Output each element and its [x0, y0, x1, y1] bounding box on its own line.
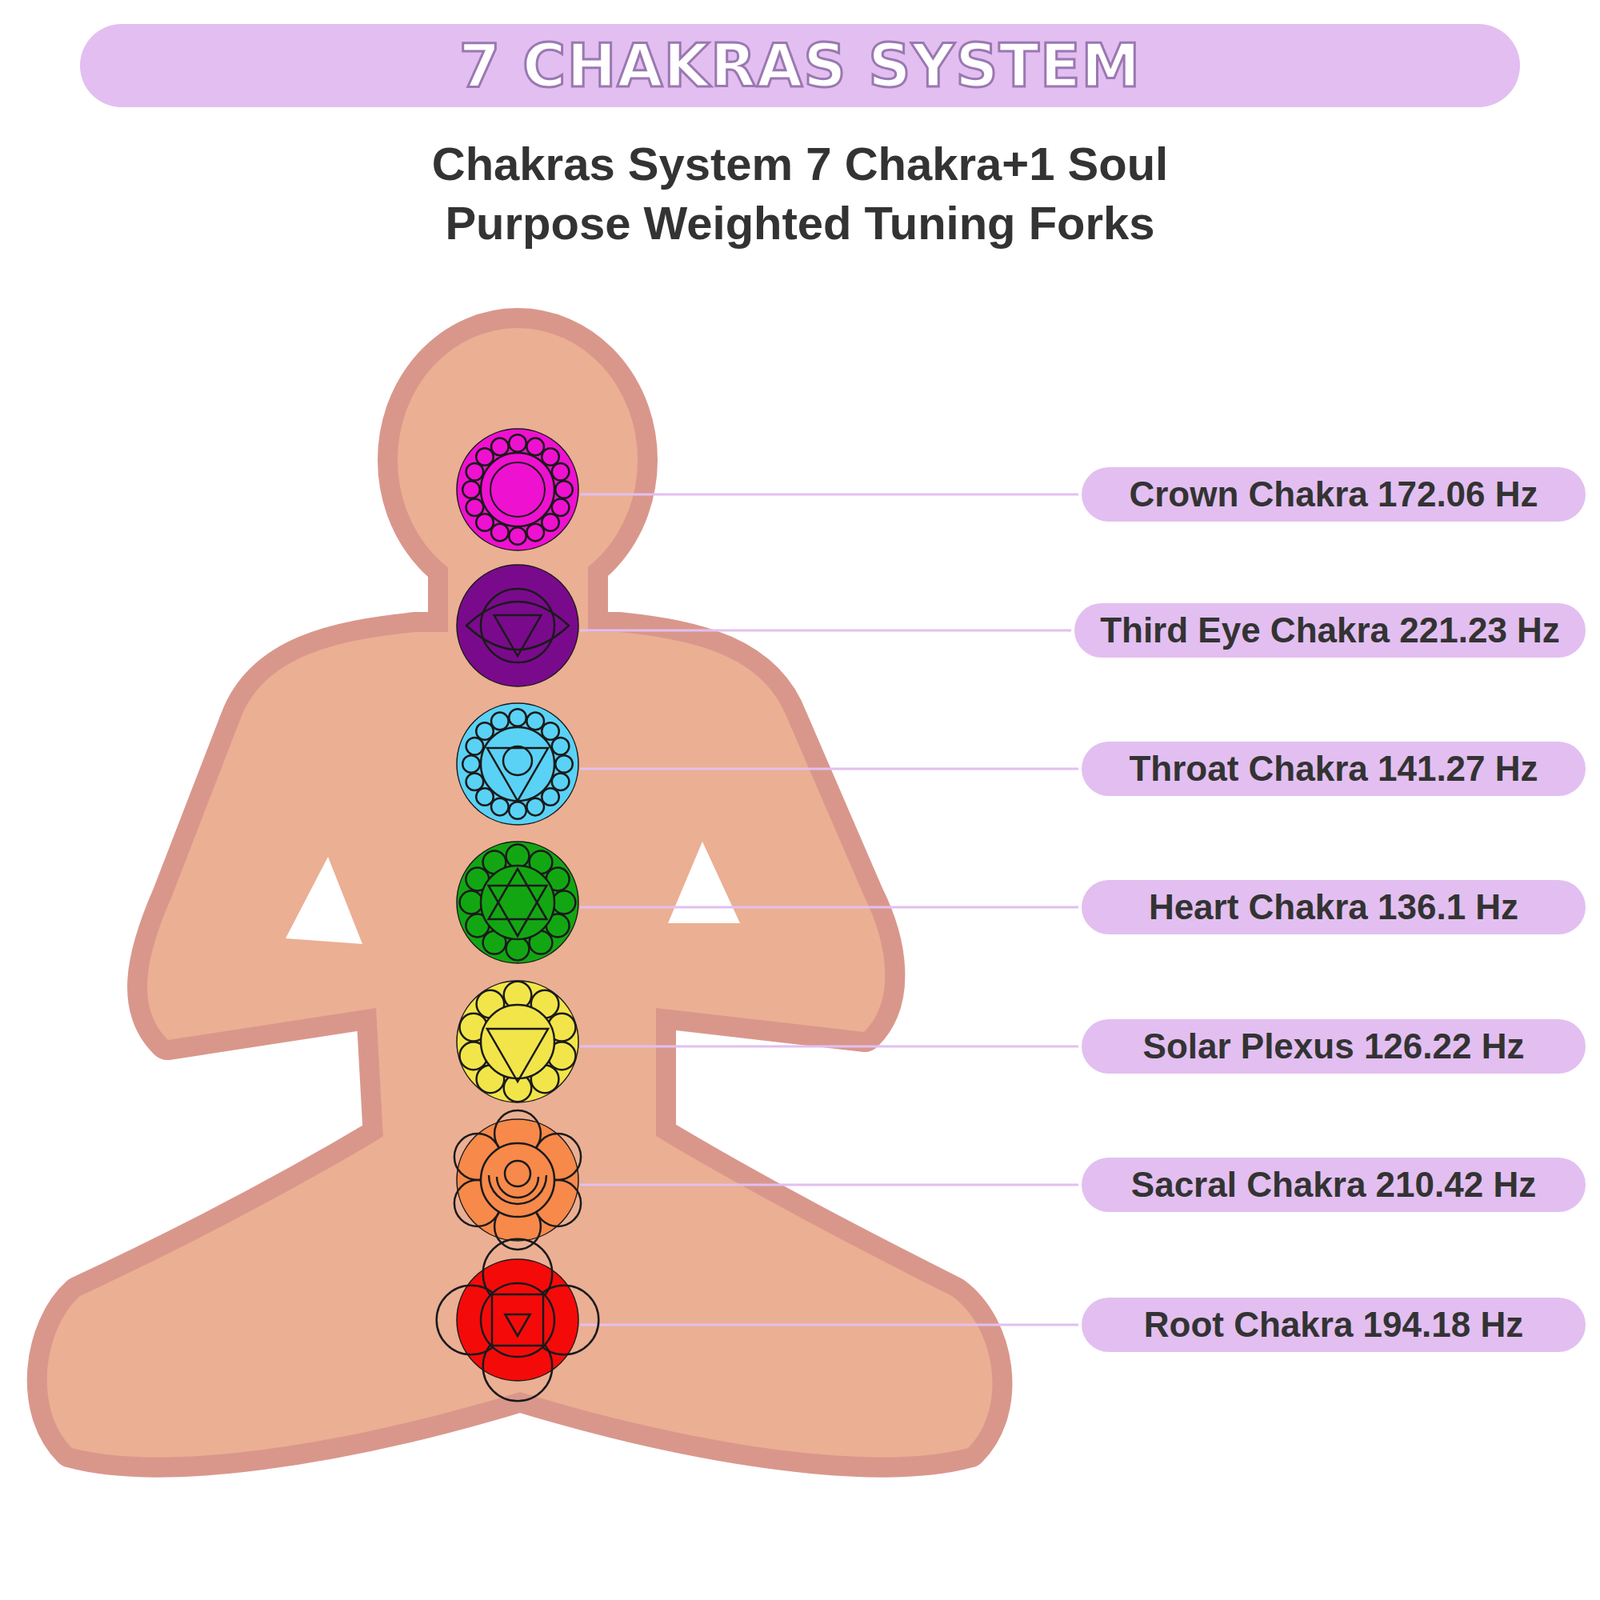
chakra-disc	[456, 428, 579, 551]
chakra-stroke	[491, 438, 509, 456]
chakra-stroke	[466, 601, 569, 650]
chakra-disc	[456, 703, 579, 825]
chakra-stroke	[466, 737, 484, 756]
chakra-stroke	[480, 588, 555, 663]
leader-line	[580, 629, 1072, 632]
chakra-symbols	[436, 428, 600, 1401]
title: 7 CHAKRAS SYSTEM	[459, 31, 1141, 100]
chakra-stroke	[480, 1283, 555, 1357]
chakra-stroke	[526, 798, 544, 816]
frequency-label: Solar Plexus 126.22 Hz	[1143, 1026, 1525, 1067]
chakra-stroke	[508, 708, 527, 727]
figure-body	[47, 328, 993, 1458]
frequency-label: Crown Chakra 172.06 Hz	[1128, 474, 1538, 515]
chakra-symbol	[456, 980, 579, 1103]
chakra-stroke	[496, 1176, 539, 1198]
chakra-stroke	[508, 527, 527, 545]
chakra-stroke	[480, 1004, 555, 1079]
chakra-symbol	[456, 841, 579, 964]
chakra-stroke	[541, 722, 560, 740]
leader-line	[580, 1045, 1079, 1048]
chakra-stroke	[466, 463, 484, 481]
frequency-label-pill: Solar Plexus 126.22 Hz	[1081, 1019, 1586, 1074]
chakra-stroke	[552, 498, 570, 516]
chakra-stroke	[541, 788, 560, 806]
chakra-stroke	[508, 434, 527, 452]
chakra-stroke	[526, 524, 544, 542]
chakra-stroke	[490, 462, 545, 517]
chakra-stroke	[541, 513, 560, 532]
title-band: 7 CHAKRAS SYSTEM	[80, 24, 1520, 108]
chakra-stroke	[541, 448, 560, 466]
chakra-symbol	[456, 428, 579, 551]
leader-line	[580, 493, 1079, 496]
leader-lines	[580, 494, 1079, 1325]
chakra-stroke	[476, 448, 494, 466]
chakra-stroke	[552, 772, 570, 791]
chakra-stroke	[480, 1143, 555, 1217]
chakra-stroke	[508, 801, 527, 820]
chakra-stroke	[476, 722, 494, 740]
chakra-stroke	[552, 737, 570, 756]
leader-line	[580, 768, 1079, 771]
chakra-stroke	[492, 1294, 544, 1346]
leader-line	[580, 1324, 1079, 1327]
frequency-label: Root Chakra 194.18 Hz	[1144, 1304, 1524, 1345]
chakra-stroke	[476, 788, 494, 806]
chakra-stroke	[466, 772, 484, 791]
frequency-label-pill: Root Chakra 194.18 Hz	[1081, 1297, 1586, 1352]
frequency-label-pill: Throat Chakra 141.27 Hz	[1081, 741, 1586, 796]
frequency-label: Throat Chakra 141.27 Hz	[1128, 748, 1538, 789]
chakra-stroke	[476, 513, 494, 532]
chakra-stroke	[506, 844, 530, 868]
chakra-stroke	[488, 885, 548, 936]
chakra-stroke	[555, 755, 573, 773]
chakra-disc	[456, 980, 579, 1103]
chakra-stroke	[488, 868, 548, 920]
chakra-stroke	[504, 1314, 530, 1336]
frequency-label-pill: Third Eye Chakra 221.23 Hz	[1074, 603, 1586, 658]
chakra-stroke	[462, 755, 480, 773]
chakra-symbol	[454, 1110, 581, 1250]
chakra-stroke	[552, 463, 570, 481]
chakra-stroke	[555, 480, 573, 499]
chakra-disc	[456, 841, 579, 964]
frequency-label-pill: Sacral Chakra 210.42 Hz	[1081, 1157, 1586, 1212]
chakra-stroke	[462, 480, 480, 499]
figure-outline	[47, 328, 993, 1458]
leader-line	[580, 906, 1079, 909]
chakra-stroke	[494, 615, 542, 656]
chakra-disc	[456, 1259, 579, 1381]
chakra-stroke	[488, 1175, 547, 1204]
chakra-stroke	[480, 865, 555, 940]
chakra-stroke	[480, 452, 555, 527]
chakra-stroke	[503, 746, 532, 776]
chakra-stroke	[552, 891, 576, 915]
frequency-label: Heart Chakra 136.1 Hz	[1148, 887, 1519, 928]
frequency-label-pill: Heart Chakra 136.1 Hz	[1081, 880, 1586, 935]
chakra-stroke	[491, 712, 509, 731]
chakra-symbol	[456, 564, 579, 687]
subtitle: Chakras System 7 Chakra+1 Soul Purpose W…	[340, 134, 1260, 253]
chakra-stroke	[526, 438, 544, 456]
chakra-stroke	[504, 1160, 531, 1187]
frequency-label: Sacral Chakra 210.42 Hz	[1131, 1164, 1536, 1205]
chakra-stroke	[506, 937, 530, 961]
chakra-symbol	[456, 703, 579, 825]
chakra-stroke	[460, 891, 484, 915]
frequency-label-pill: Crown Chakra 172.06 Hz	[1081, 467, 1586, 522]
chakra-stroke	[487, 1028, 548, 1082]
chakra-symbol	[436, 1239, 600, 1402]
chakra-stroke	[491, 798, 509, 816]
chakra-stroke	[480, 727, 555, 801]
leader-line	[580, 1184, 1079, 1187]
frequency-label: Third Eye Chakra 221.23 Hz	[1100, 610, 1560, 651]
chakra-stroke	[491, 524, 509, 542]
chakra-stroke	[466, 498, 484, 516]
chakra-disc	[456, 564, 579, 687]
chakra-stroke	[526, 712, 544, 731]
